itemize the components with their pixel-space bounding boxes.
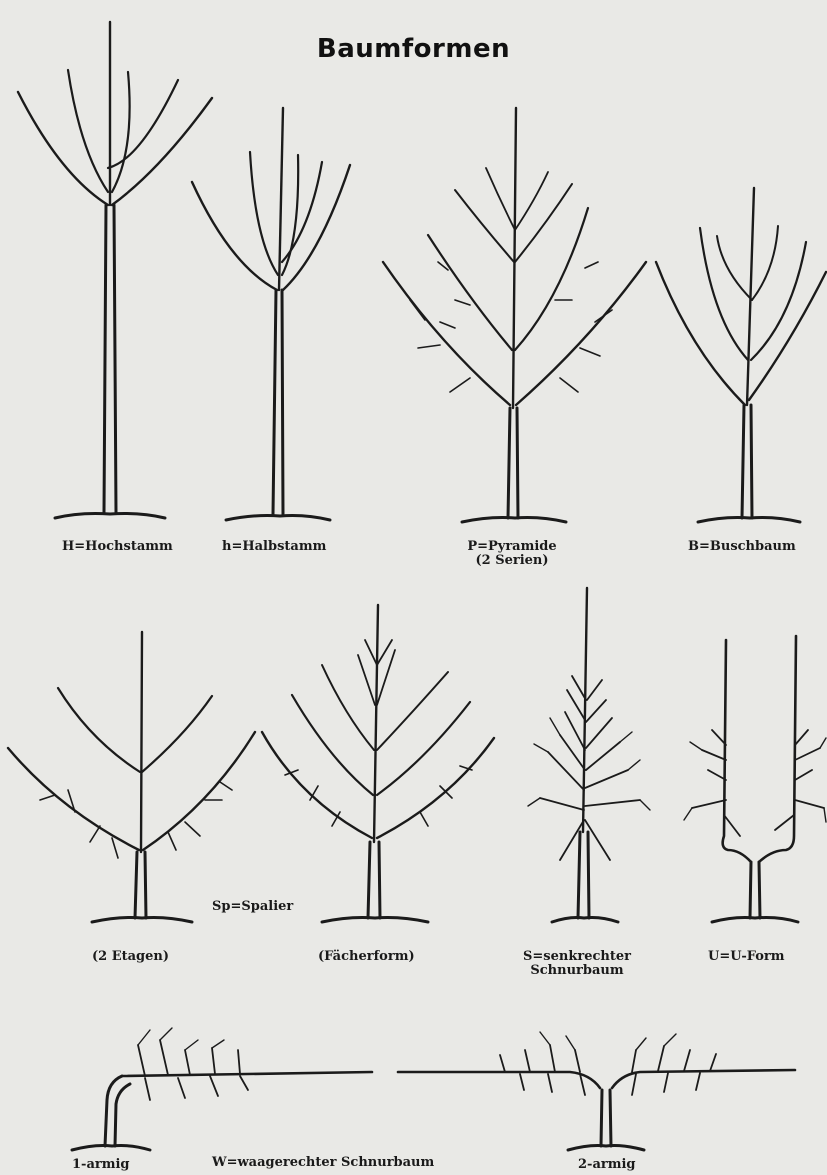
label-senkrecht-sub: Schnurbaum bbox=[512, 964, 642, 978]
label-zweiarmig: 2-armig bbox=[578, 1158, 636, 1172]
label-faecherform: (Fächerform) bbox=[318, 950, 415, 964]
tree-buschbaum bbox=[656, 188, 826, 522]
label-etagen: (2 Etagen) bbox=[92, 950, 169, 964]
tree-u-form bbox=[684, 636, 826, 922]
label-pyramide: P=Pyramide bbox=[452, 540, 572, 554]
tree-senkrechter-schnurbaum bbox=[528, 588, 650, 922]
tree-spalier-etagen bbox=[8, 632, 255, 922]
tree-hochstamm bbox=[18, 22, 212, 518]
label-einarmig: 1-armig bbox=[72, 1158, 130, 1172]
tree-waagerecht-einarmig bbox=[72, 1028, 372, 1150]
label-waagerecht: W=waagerechter Schnurbaum bbox=[212, 1156, 434, 1170]
tree-pyramide bbox=[383, 108, 646, 522]
label-halbstamm: h=Halbstamm bbox=[222, 540, 326, 554]
label-spalier: Sp=Spalier bbox=[212, 900, 293, 914]
page-title: Baumformen bbox=[0, 34, 827, 64]
label-u-form: U=U-Form bbox=[708, 950, 785, 964]
tree-waagerecht-zweiarmig bbox=[398, 1032, 795, 1150]
label-buschbaum: B=Buschbaum bbox=[688, 540, 796, 554]
label-pyramide-sub: (2 Serien) bbox=[452, 554, 572, 568]
label-hochstamm: H=Hochstamm bbox=[62, 540, 173, 554]
tree-halbstamm bbox=[192, 108, 350, 520]
tree-spalier-faecherform bbox=[262, 605, 494, 922]
label-senkrecht: S=senkrechter bbox=[512, 950, 642, 964]
